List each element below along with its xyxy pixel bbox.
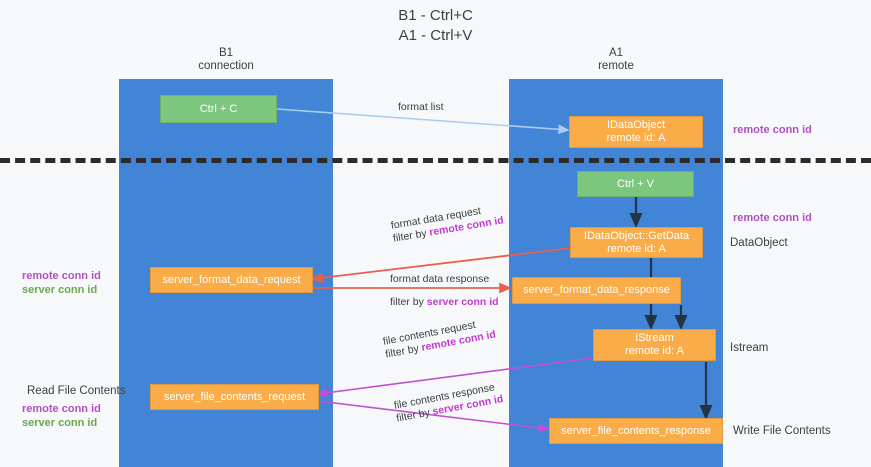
- annotation-left-mid-remote-conn-id: remote conn id: [22, 270, 101, 282]
- page-title: B1 - Ctrl+C A1 - Ctrl+V: [0, 6, 871, 46]
- column-header-b1-role: connection: [198, 60, 254, 72]
- filter-key: server conn id: [426, 296, 499, 308]
- node-idataobject-getdata[interactable]: IDataObject::GetData remote id: A: [570, 227, 703, 258]
- annotation-remote-conn-id-mid: remote conn id: [733, 212, 812, 224]
- edge-label-file-contents-request: file contents request filter by remote c…: [382, 316, 497, 362]
- node-server-file-contents-response-label: server_file_contents_response: [561, 424, 711, 437]
- annotation-istream: Istream: [730, 342, 769, 354]
- node-server-format-data-response-label: server_format_data_response: [523, 284, 670, 296]
- node-istream[interactable]: IStream remote id: A: [593, 329, 716, 361]
- column-header-a1-role: remote: [598, 60, 634, 72]
- node-istream-sub: remote id: A: [625, 345, 684, 357]
- node-idataobject[interactable]: IDataObject remote id: A: [569, 116, 703, 148]
- title-line-1: B1 - Ctrl+C: [398, 7, 473, 24]
- node-ctrl-v[interactable]: Ctrl + V: [577, 171, 694, 197]
- node-server-file-contents-request-label: server_file_contents_request: [163, 390, 306, 403]
- column-header-b1: B1 connection: [119, 47, 333, 73]
- edge-label-format-data-response-filter: filter by server conn id: [390, 296, 499, 309]
- edge-label-file-contents-response: file contents response filter by server …: [393, 380, 504, 425]
- node-ctrl-v-label: Ctrl + V: [617, 177, 654, 190]
- edge-label-format-list-text: format list: [398, 101, 444, 113]
- column-header-b1-name: B1: [218, 47, 234, 59]
- annotation-left-mid-server-conn-id: server conn id: [22, 284, 98, 296]
- annotation-remote-conn-id-top: remote conn id: [733, 124, 812, 136]
- annotation-read-file-contents: Read File Contents: [27, 385, 126, 397]
- node-server-format-data-response[interactable]: server_format_data_response: [512, 277, 681, 304]
- node-server-format-data-request-label: server_format_data_request: [162, 273, 301, 286]
- annotation-left-bottom-remote-conn-id: remote conn id: [22, 403, 101, 415]
- column-header-a1: A1 remote: [509, 47, 723, 73]
- annotation-write-file-contents: Write File Contents: [733, 425, 831, 437]
- column-header-a1-name: A1: [608, 47, 624, 59]
- title-line-2: A1 - Ctrl+V: [398, 27, 473, 44]
- edge-label-format-data-response: format data response filter by server co…: [390, 273, 499, 309]
- annotation-left-bottom-server-conn-id: server conn id: [22, 417, 98, 429]
- node-idataobject-label: IDataObject: [606, 119, 666, 131]
- node-server-format-data-request[interactable]: server_format_data_request: [150, 267, 313, 293]
- edge-label-format-list: format list: [398, 101, 444, 114]
- node-istream-label: IStream: [635, 332, 674, 344]
- node-server-file-contents-request[interactable]: server_file_contents_request: [150, 384, 319, 410]
- node-idataobject-sub: remote id: A: [606, 132, 666, 144]
- node-getdata-label: IDataObject::GetData: [583, 229, 690, 242]
- node-ctrl-c-label: Ctrl + C: [199, 102, 238, 115]
- node-ctrl-c[interactable]: Ctrl + C: [160, 95, 277, 123]
- node-getdata-sub: remote id: A: [607, 242, 666, 255]
- edge-label-format-data-response-text: format data response: [390, 273, 490, 285]
- section-divider: [0, 158, 871, 163]
- edge-label-format-data-request: format data request filter by remote con…: [390, 202, 505, 246]
- node-server-file-contents-response[interactable]: server_file_contents_response: [549, 418, 723, 444]
- annotation-dataobject: DataObject: [730, 237, 788, 249]
- filter-prefix: filter by: [390, 296, 427, 308]
